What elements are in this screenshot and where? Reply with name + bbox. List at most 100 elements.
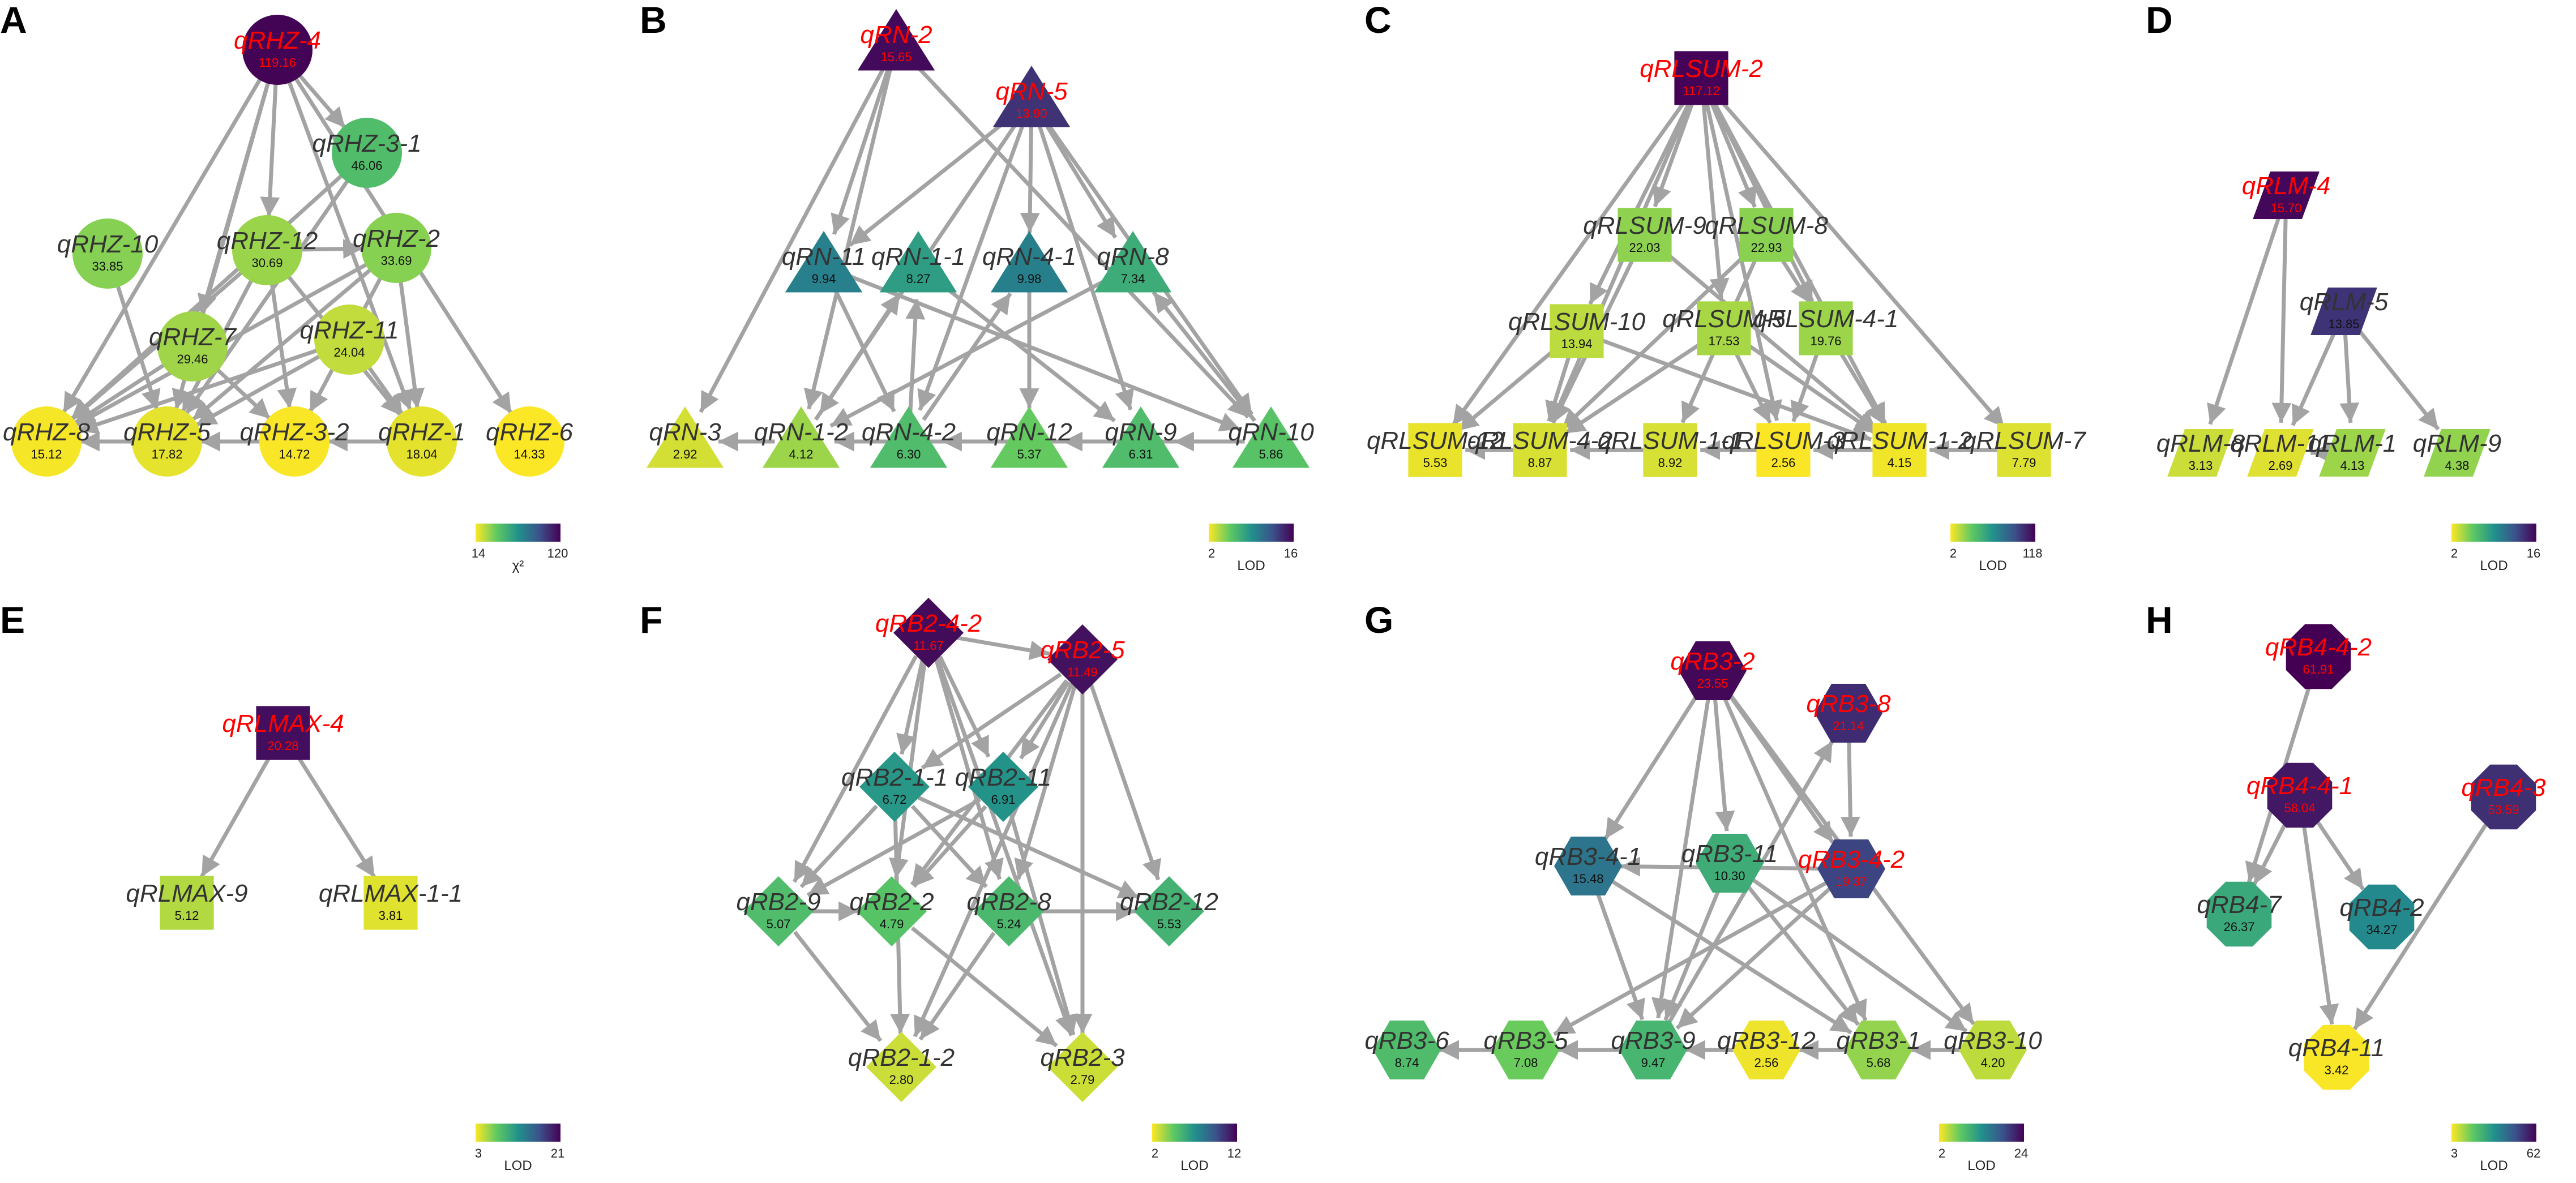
node-qRB4-3[interactable]: qRB4-353.59 — [2461, 764, 2546, 830]
edge-qRLM-4-to-qRLM-8 — [2207, 217, 2281, 425]
node-qRN-2[interactable]: qRN-215.65 — [857, 9, 935, 71]
node-label: qRB2-11 — [955, 764, 1051, 791]
node-qRB2-5[interactable]: qRB2-511.49 — [1040, 624, 1125, 695]
node-shape — [1618, 208, 1672, 262]
node-qRLSUM-7[interactable]: qRLSUM-77.79 — [1962, 423, 2086, 477]
node-qRLM-8[interactable]: qRLM-83.13 — [2156, 429, 2245, 477]
node-qRLSUM-4-1[interactable]: qRLSUM-4-119.76 — [1753, 301, 1899, 355]
edge-qRB3-4-1-to-qRB3-1 — [1608, 878, 1852, 1035]
node-qRB2-2[interactable]: qRB2-24.79 — [849, 876, 934, 946]
edge-qRB2-4-2-to-qRB2-5 — [954, 635, 1050, 661]
node-qRB2-1-1[interactable]: qRB2-1-16.72 — [841, 752, 948, 822]
node-qRB3-2[interactable]: qRB3-223.55 — [1670, 641, 1755, 700]
node-qRHZ-6[interactable]: qRHZ-614.33 — [486, 406, 574, 477]
node-qRLMAX-1-1[interactable]: qRLMAX-1-13.81 — [319, 876, 463, 930]
node-value: 17.82 — [151, 447, 182, 461]
node-qRB3-5[interactable]: qRB3-57.08 — [1483, 1021, 1568, 1079]
node-qRB3-10[interactable]: qRB3-104.20 — [1944, 1021, 2042, 1079]
node-qRB2-9[interactable]: qRB2-95.07 — [736, 876, 821, 946]
node-qRN-4-2[interactable]: qRN-4-26.30 — [862, 406, 956, 468]
node-qRLSUM-8[interactable]: qRLSUM-822.93 — [1705, 208, 1828, 262]
legend-max-label: 16 — [2527, 546, 2540, 560]
node-qRN-1-1[interactable]: qRN-1-18.27 — [871, 231, 965, 293]
node-shape — [1554, 837, 1622, 895]
edge-qRB2-11-to-qRB2-9 — [806, 798, 982, 897]
node-qRLM-5[interactable]: qRLM-513.85 — [2300, 288, 2389, 335]
node-qRB3-4-2[interactable]: qRB3-4-219.37 — [1798, 839, 1905, 898]
node-qRN-8[interactable]: qRN-87.34 — [1094, 231, 1172, 293]
node-qRHZ-5[interactable]: qRHZ-517.82 — [123, 406, 211, 477]
node-qRHZ-2[interactable]: qRHZ-233.69 — [353, 213, 440, 283]
node-shape — [387, 406, 457, 477]
node-qRB3-9[interactable]: qRB3-99.47 — [1611, 1021, 1696, 1079]
node-value: 33.69 — [380, 254, 412, 268]
node-qRB4-2[interactable]: qRB4-234.27 — [2339, 884, 2424, 950]
node-qRN-12[interactable]: qRN-125.37 — [986, 406, 1072, 468]
edge-qRB2-9-to-qRB2-1-2 — [793, 931, 883, 1042]
node-qRHZ-1[interactable]: qRHZ-118.04 — [378, 406, 465, 477]
node-qRLSUM-1-1[interactable]: qRLSUM-1-18.92 — [1598, 423, 1743, 477]
edge-qRLSUM-2-to-qRLSUM-8 — [1708, 99, 1757, 208]
node-qRB3-12[interactable]: qRB3-122.56 — [1717, 1021, 1816, 1079]
node-qRB2-8[interactable]: qRB2-85.24 — [966, 876, 1051, 946]
node-qRLMAX-4[interactable]: qRLMAX-420.28 — [222, 706, 344, 760]
node-label: qRB3-11 — [1681, 840, 1778, 868]
node-qRLM-1[interactable]: qRLM-14.13 — [2308, 429, 2397, 477]
edge-qRHZ-10-to-qRHZ-5 — [113, 278, 161, 410]
legend-gradient-bar — [1209, 524, 1294, 542]
node-qRLSUM-9[interactable]: qRLSUM-922.03 — [1583, 208, 1706, 262]
node-qRLM-4[interactable]: qRLM-415.70 — [2242, 172, 2331, 219]
node-qRB4-11[interactable]: qRB4-113.42 — [2288, 1025, 2385, 1090]
node-qRHZ-7[interactable]: qRHZ-729.46 — [149, 311, 237, 382]
node-label: qRN-4-1 — [982, 243, 1076, 271]
node-label: qRLSUM-12 — [1367, 427, 1504, 455]
node-value: 3.13 — [2189, 458, 2213, 473]
node-qRN-4-1[interactable]: qRN-4-19.98 — [982, 231, 1076, 293]
node-qRHZ-8[interactable]: qRHZ-815.12 — [3, 406, 91, 477]
edge-qRB2-4-2-to-qRB2-9 — [792, 655, 918, 883]
node-qRB2-11[interactable]: qRB2-116.91 — [955, 752, 1051, 822]
node-qRN-10[interactable]: qRN-105.86 — [1228, 406, 1314, 468]
node-qRLMAX-9[interactable]: qRLMAX-95.12 — [126, 876, 248, 930]
node-qRHZ-3-2[interactable]: qRHZ-3-214.72 — [239, 406, 349, 477]
node-qRB2-12[interactable]: qRB2-125.53 — [1120, 876, 1218, 946]
node-qRLM-9[interactable]: qRLM-94.38 — [2413, 429, 2502, 477]
node-label: qRLMAX-1-1 — [319, 880, 463, 907]
node-qRLSUM-1-2[interactable]: qRLSUM-1-24.15 — [1827, 423, 1972, 477]
node-qRB3-6[interactable]: qRB3-68.74 — [1364, 1021, 1449, 1079]
node-value: 4.15 — [1888, 456, 1912, 470]
edge-qRB2-11-to-qRB2-2 — [912, 805, 987, 888]
node-qRB3-4-1[interactable]: qRB3-4-115.48 — [1535, 837, 1641, 895]
node-qRLSUM-4-2[interactable]: qRLSUM-4-28.87 — [1467, 423, 1613, 477]
node-qRB4-4-2[interactable]: qRB4-4-261.91 — [2265, 624, 2372, 689]
node-qRN-11[interactable]: qRN-119.94 — [782, 231, 866, 293]
node-qRB4-4-1[interactable]: qRB4-4-158.04 — [2246, 762, 2353, 828]
node-qRLM-11[interactable]: qRLM-112.69 — [2230, 429, 2331, 477]
node-qRB3-8[interactable]: qRB3-821.14 — [1806, 684, 1891, 743]
edge-qRHZ-11-to-qRHZ-5 — [195, 350, 328, 427]
node-qRLSUM-12[interactable]: qRLSUM-125.53 — [1367, 423, 1504, 477]
node-qRB2-1-2[interactable]: qRB2-1-22.80 — [848, 1032, 955, 1102]
node-qRB2-4-2[interactable]: qRB2-4-211.67 — [875, 598, 982, 668]
node-qRN-1-2[interactable]: qRN-1-24.12 — [754, 406, 848, 468]
node-qRN-9[interactable]: qRN-96.31 — [1102, 406, 1180, 468]
node-qRN-5[interactable]: qRN-513.90 — [992, 66, 1071, 127]
node-qRB4-7[interactable]: qRB4-726.37 — [2197, 881, 2282, 947]
node-qRLSUM-3[interactable]: qRLSUM-32.56 — [1722, 423, 1845, 477]
node-qRLSUM-5[interactable]: qRLSUM-517.53 — [1662, 301, 1786, 355]
node-qRHZ-3-1[interactable]: qRHZ-3-146.06 — [312, 118, 422, 188]
edge-qRLSUM-9-to-qRLSUM-1-2 — [1661, 248, 1878, 432]
edges-panel-f — [792, 635, 1162, 1048]
node-qRB3-1[interactable]: qRB3-15.68 — [1836, 1021, 1921, 1079]
node-qRN-3[interactable]: qRN-32.92 — [646, 406, 724, 468]
node-shape — [870, 406, 948, 468]
node-qRB2-3[interactable]: qRB2-32.79 — [1040, 1032, 1125, 1102]
